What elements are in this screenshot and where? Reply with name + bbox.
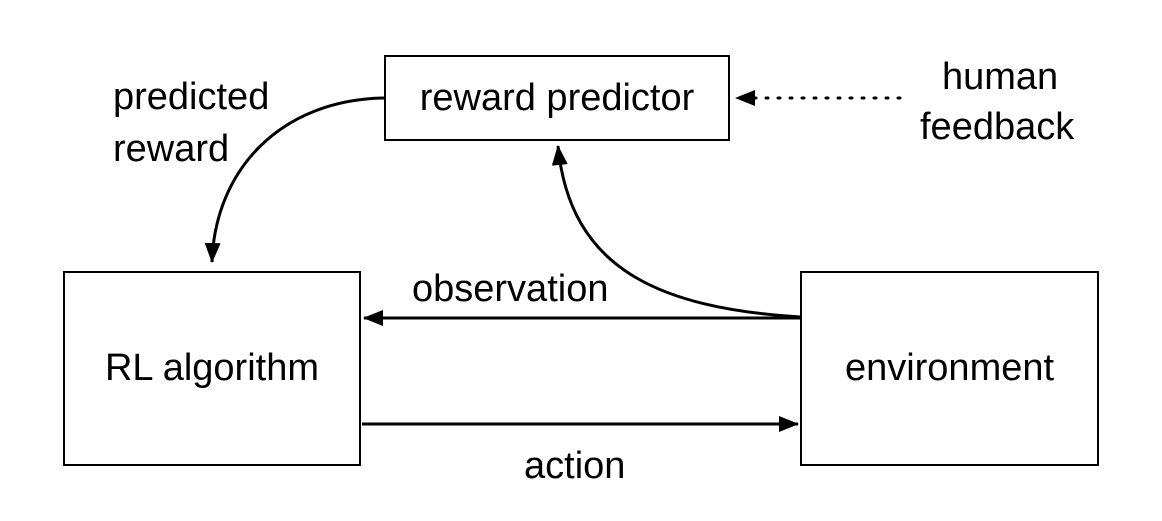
environment-to-predictor-arrow (551, 145, 801, 319)
observation-label: observation (412, 268, 609, 310)
predicted-reward-label-line1: predicted (113, 76, 270, 118)
predicted-reward-label-line2: reward (113, 128, 230, 170)
reward-predictor-node: reward predictor (384, 55, 730, 141)
rl-algorithm-node: RL algorithm (63, 271, 361, 466)
rl-algorithm-label: RL algorithm (104, 347, 319, 389)
reward-predictor-label: reward predictor (419, 76, 695, 119)
action-label: action (524, 445, 626, 487)
environment-label: environment (844, 347, 1055, 389)
environment-node: environment (800, 271, 1099, 466)
human-feedback-label-line1: human (942, 56, 1059, 98)
human-feedback-label-line2: feedback (920, 106, 1075, 148)
predicted-reward-arrow (204, 96, 385, 263)
